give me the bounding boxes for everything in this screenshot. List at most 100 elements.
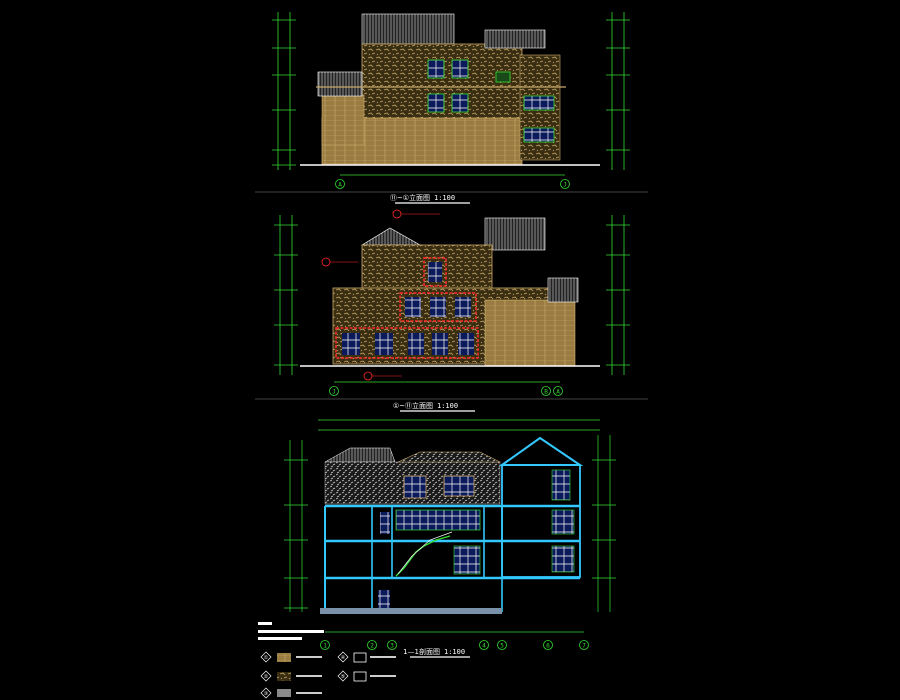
elevation-middle: J B A ①~⑪立面图 1:100 [274,209,630,412]
section-scale: 1:100 [444,648,465,656]
axis-bubble-right-b [541,386,551,396]
axis-label: 2 [370,643,374,650]
legend-text-bar [296,656,322,658]
axis-label: 3 [390,643,394,650]
legend-item-number: ③ [264,691,268,697]
window [378,590,390,608]
window [395,509,481,531]
window [380,512,390,534]
elevation-top-scale: 1:100 [434,194,455,202]
legend-item-number: ⑤ [341,674,345,680]
window [523,127,555,143]
window [408,333,424,355]
legend-item-number: ① [264,655,269,661]
legend-item-number: ② [264,674,269,680]
window [551,509,575,535]
window [427,59,445,79]
legend-swatch [277,672,291,681]
gable-roof [360,227,422,246]
axis-bubble-left [335,179,345,189]
window-highlight [399,292,477,322]
left-dimension-chain [284,440,308,612]
legend-text-bar [296,692,322,694]
legend-title-bar [258,637,302,640]
legend-title-bar [258,630,324,633]
balcony-rail-left [317,71,363,97]
axis-label: 6 [546,643,550,650]
window [443,475,475,497]
legend-text-bar [370,656,396,658]
balcony-green [495,71,511,83]
window-highlight [423,257,447,287]
stone-facade-upper [361,244,493,292]
legend-swatch [277,653,291,662]
left-dimension-chain [274,215,298,375]
roof-block [361,13,455,45]
axis-bubble-left-label: J [332,389,336,396]
window [551,469,571,501]
window [427,93,445,113]
legend-text-bar [296,675,322,677]
window [523,95,555,111]
roof-block [484,217,546,251]
legend-item: ① [260,651,322,663]
material-legend: ① ② ③ ④ ⑤ [258,622,396,699]
section-drawing: 1 2 3 4 5 6 7 1—1剖面图 1:100 [284,419,616,658]
legend-item: ② [260,670,322,682]
right-dimension-chain [606,12,630,170]
axis-bubble-right-a [553,386,563,396]
axis-bubble-left [329,386,339,396]
legend-item: ④ [337,651,396,663]
axis-bubble-right-label: J [563,182,567,189]
balcony-right [547,277,579,303]
section-axes: 1 2 3 4 5 6 7 [320,640,589,650]
window [458,333,474,355]
legend-title-bar [258,622,272,625]
legend-item-number: ④ [341,655,346,661]
window [375,333,393,355]
top-dimension-chain [318,419,600,431]
callout-bubble [392,209,402,219]
right-dimension-chain [606,215,630,375]
stair-rail [397,531,453,575]
brick-right [484,299,576,367]
axis-label: 4 [482,643,486,650]
right-roof [484,29,546,49]
window [451,59,469,79]
window [453,545,481,575]
window [551,545,575,573]
left-dimension-chain [272,12,296,170]
callout-bubble [321,257,331,267]
legend-text-bar [370,675,396,677]
window [455,297,471,317]
legend-swatch [277,689,291,697]
window [430,297,446,317]
left-wing [321,94,365,146]
elevation-top: A J ⑪~①立面图 1:100 [272,12,630,204]
window [451,93,469,113]
gable-section [498,436,584,466]
legend-item: ⑤ [337,670,396,682]
window [403,475,427,499]
basement-slab [320,608,502,614]
axis-label: 1 [323,643,327,650]
axis-bubble-right-b-label: B [544,389,548,396]
callout-bubble [363,371,373,381]
section-caption: 1—1剖面图 [403,647,440,656]
window [405,297,421,317]
legend-item: ③ [260,687,322,699]
legend-swatch [353,671,367,682]
roof-slope-left [324,447,396,463]
window [428,262,442,282]
legend-swatch [353,652,367,663]
axis-bubble-right-a-label: A [556,389,560,396]
roof-slope-mid [397,451,501,463]
elevation-middle-scale: 1:100 [437,402,458,410]
elevation-middle-caption: ①~⑪立面图 [393,401,433,410]
axis-bubble-left-label: A [338,182,342,189]
window [432,333,448,355]
axis-label: 5 [500,643,504,650]
elevation-top-caption: ⑪~①立面图 [390,193,430,202]
right-dimension-chain [592,435,616,612]
